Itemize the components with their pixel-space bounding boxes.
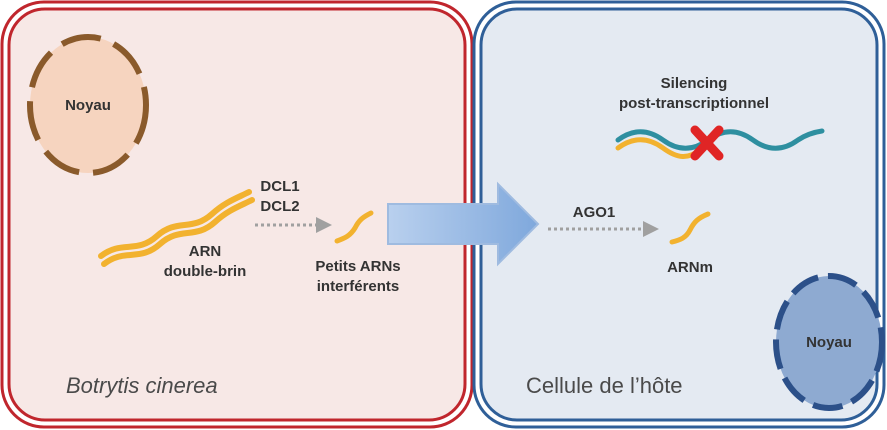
fungus-cell-name: Botrytis cinerea (66, 373, 218, 398)
sirna-fragment: Petits ARNs interférents (315, 210, 401, 295)
enzyme-label-dcl1: DCL1 (260, 178, 299, 195)
ago1-label: AGO1 (573, 204, 616, 221)
cleavage-cross-icon (690, 125, 724, 161)
ago1-arrowhead (643, 221, 659, 237)
silencing-label-line2: post-transcriptionnel (619, 95, 769, 112)
dsrna-label-line2: double-brin (164, 263, 247, 280)
host-cell-name: Cellule de l’hôte (526, 373, 683, 398)
enzyme-label-dcl2: DCL2 (260, 198, 299, 215)
ago1-arrow: AGO1 (548, 204, 659, 237)
dcl-arrowhead (316, 217, 332, 233)
host-sirna-fragment: ARNm (667, 211, 713, 276)
host-nucleus-label: Noyau (806, 334, 852, 351)
mrna-label: ARNm (667, 259, 713, 276)
transfer-arrow (387, 181, 540, 267)
host-nucleus-shape (773, 273, 885, 411)
target-mrna-strand (615, 128, 825, 151)
bound-sirna-strand (615, 137, 703, 159)
sirna-label-line2: interférents (317, 278, 400, 295)
dsrna-label-line1: ARN (189, 243, 222, 260)
host-nucleus: Noyau (773, 273, 885, 411)
fungus-nucleus-shape (27, 34, 149, 176)
dsrna-molecule: ARN double-brin (98, 189, 255, 280)
silencing-label-line1: Silencing (661, 75, 728, 92)
fungus-nucleus-label: Noyau (65, 97, 111, 114)
fungus-nucleus: Noyau (27, 34, 149, 176)
silencing-region: Silencing post-transcriptionnel (615, 75, 825, 161)
host-sirna-strand (669, 211, 711, 245)
sirna-strand (334, 210, 374, 244)
sirna-label-line1: Petits ARNs (315, 258, 400, 275)
dsrna-strand-upper (98, 189, 252, 259)
dcl-cleavage-arrow: DCL1 DCL2 (255, 178, 332, 233)
dsrna-strand-lower (101, 197, 255, 267)
transfer-arrow-shape (387, 181, 540, 267)
